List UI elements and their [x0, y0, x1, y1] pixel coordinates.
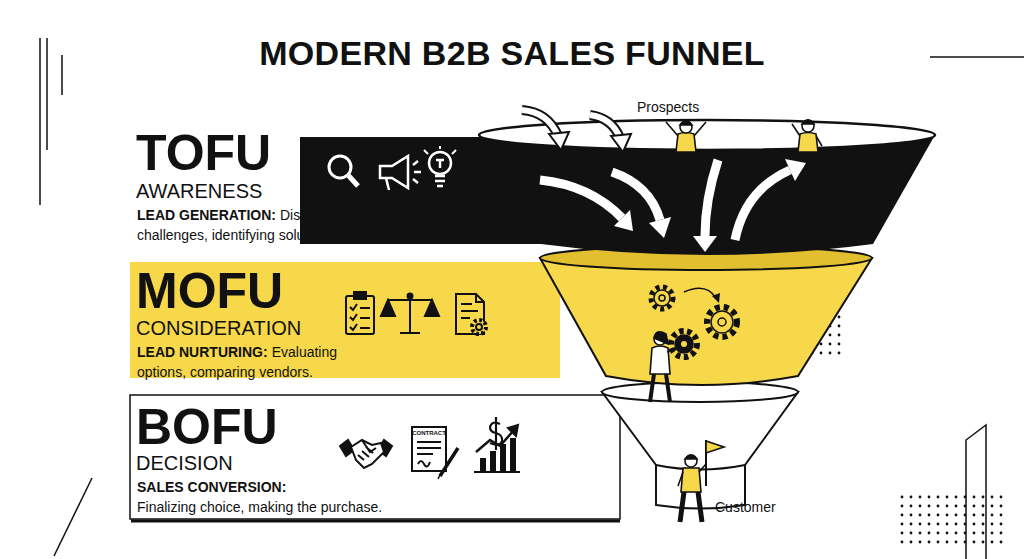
flow-arrows	[540, 159, 806, 252]
bofu-band	[130, 395, 620, 519]
prospect-figure	[666, 121, 706, 152]
stage-label: Prospects	[637, 100, 699, 114]
icon-caption: CONTRACT	[412, 430, 446, 436]
stage-subheading: DECISION	[136, 453, 233, 473]
decision-icons	[340, 417, 520, 479]
corner-lines	[40, 38, 1024, 559]
stage-description: Finalizing choice, making the purchase.	[137, 499, 382, 515]
stage-lead: LEAD NURTURING:	[137, 344, 268, 360]
stage-text-block: SALES CONVERSION: Finalizing choice, maki…	[137, 477, 427, 517]
stage-subheading: CONSIDERATION	[136, 318, 301, 338]
stage-heading: MOFU	[136, 266, 283, 316]
stage-heading: BOFU	[136, 402, 278, 452]
stage-heading: TOFU	[136, 128, 271, 178]
gear-symbols	[651, 287, 737, 337]
stage-lead: SALES CONVERSION:	[137, 477, 423, 497]
funnel-stage: TOFU AWARENESS LEAD GENERATION:Discovering…	[130, 125, 510, 250]
worker-figure	[650, 331, 697, 402]
prospect-figure	[792, 120, 822, 152]
incoming-arrows	[522, 110, 631, 152]
band-shadow	[131, 520, 620, 523]
stage-text-block: LEAD GENERATION:Discovering challenges, …	[137, 205, 377, 245]
funnel-stage: BOFUDECISION SALES CONVERSION: Finalizing …	[130, 395, 610, 519]
stage-subheading: AWARENESS	[136, 181, 262, 201]
stage-label: Customer	[715, 500, 776, 514]
funnel-stage: MOFUCONSIDERATIONLEAD NURTURING:Evaluati…	[130, 262, 550, 378]
diagram-title: MODERN B2B SALES FUNNEL	[0, 36, 1024, 70]
stage-text-block: LEAD NURTURING:Evaluating options, compa…	[137, 342, 377, 382]
consideration-icons	[346, 292, 486, 334]
dot-grid	[896, 495, 1004, 545]
funnel-top	[479, 120, 935, 255]
stage-lead: LEAD GENERATION:	[137, 207, 276, 223]
funnel-middle	[540, 246, 872, 385]
mofu-band	[130, 262, 560, 378]
funnel-bottom	[602, 382, 798, 509]
awareness-icons	[329, 146, 456, 190]
